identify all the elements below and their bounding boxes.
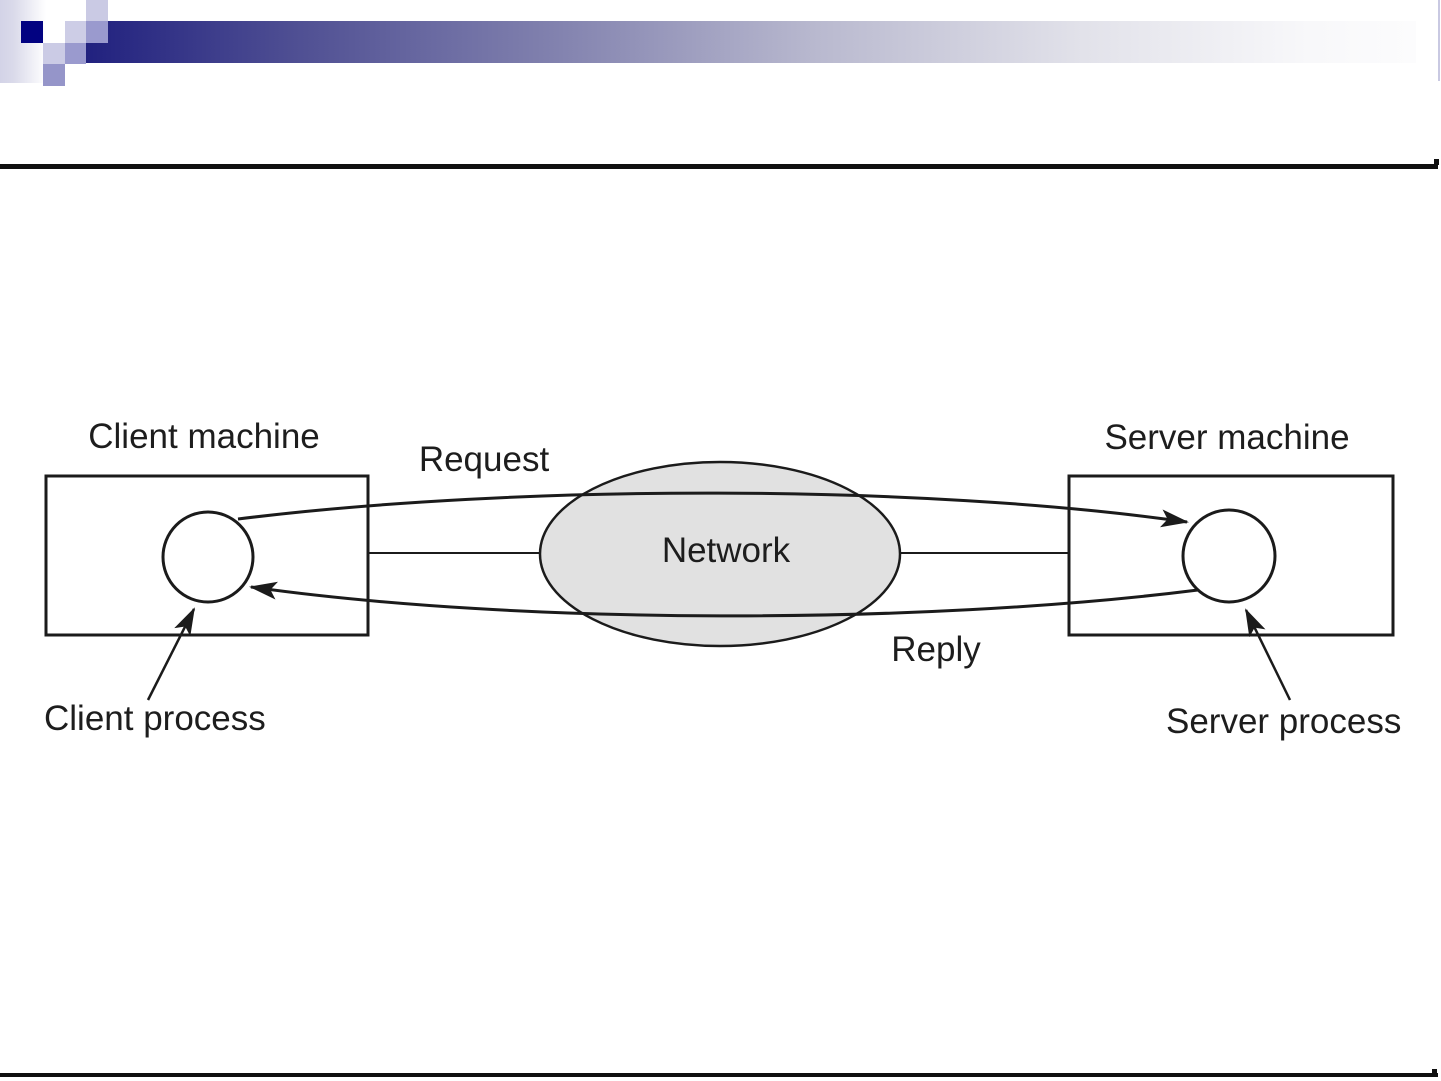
client-process-label: Client process [44,699,266,738]
deco-square-purple-2 [65,43,86,64]
header-rule [0,164,1438,169]
network-label: Network [662,531,791,570]
client-machine-label: Client machine [88,417,320,456]
network-ellipse [538,460,902,648]
server-process-label: Server process [1166,702,1401,741]
server-machine-box [1067,474,1395,637]
server-process-pointer-arrow [1244,608,1292,701]
footer-rule [0,1073,1438,1077]
request-label: Request [419,440,550,479]
deco-square-purple-3 [43,64,65,86]
deco-square-lavender-2 [65,21,86,43]
client-process-circle [161,510,255,604]
right-edge-accent-line [1438,0,1440,81]
deco-square-lavender-1 [86,0,108,21]
deco-square-purple-1 [86,21,108,43]
header-rule-tick [1434,159,1439,165]
client-process-pointer-arrow [146,607,196,701]
server-process-circle [1181,508,1277,604]
deco-square-lavender-3 [43,43,65,64]
server-machine-label: Server machine [1104,418,1349,457]
footer-rule-tick [1432,1069,1437,1074]
title-bar-gradient [86,21,1416,63]
deco-square-navy [21,21,43,43]
reply-label: Reply [891,630,981,669]
client-machine-box [44,474,370,637]
client-server-diagram: Client machine Server machine Request Ne… [44,417,1401,741]
